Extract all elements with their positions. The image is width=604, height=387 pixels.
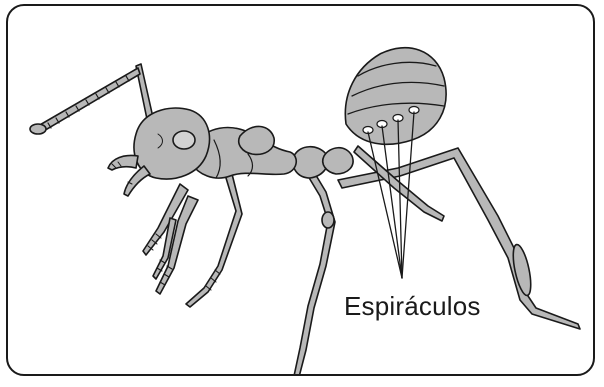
middle-leg [186, 166, 242, 307]
front-legs [143, 184, 198, 294]
abdomen [345, 48, 446, 145]
spiracles-label: Espiráculos [344, 291, 481, 322]
petiole [293, 147, 353, 178]
ant-illustration [8, 6, 595, 376]
antenna [30, 64, 154, 134]
hind-leg-near [294, 172, 335, 376]
head [108, 108, 209, 196]
diagram-frame: Espiráculos [6, 4, 595, 376]
